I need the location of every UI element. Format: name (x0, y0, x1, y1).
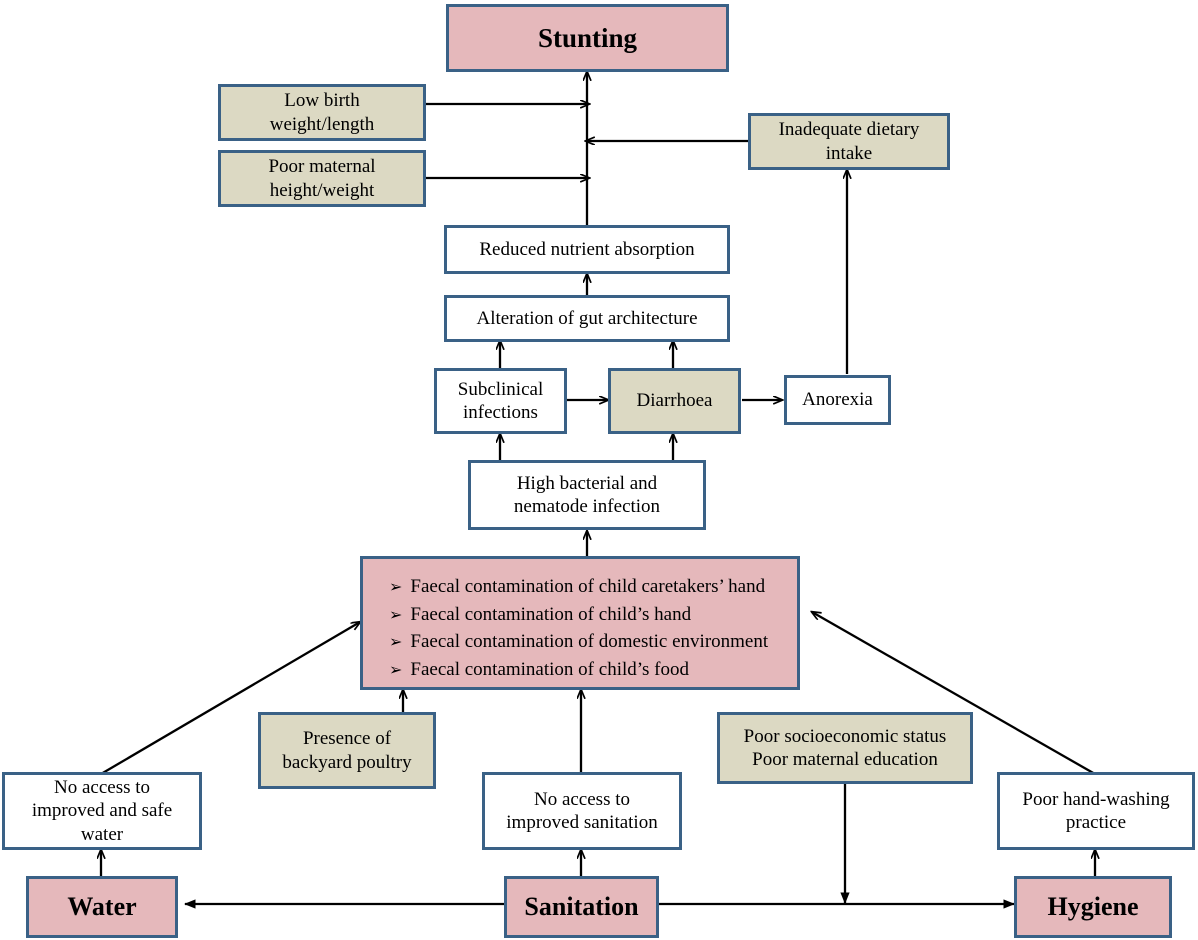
node-low-birth-weight[interactable]: Low birth weight/length (218, 84, 426, 141)
node-stunting-label: Stunting (537, 22, 638, 53)
text-line: infections (463, 402, 538, 423)
arrow-bullet-icon: ➢ (389, 659, 403, 679)
text-line: improved and safe (31, 800, 173, 822)
list-item-label: Faecal contamination of child’s hand (410, 603, 692, 625)
arrow-bullet-icon: ➢ (389, 632, 403, 652)
arrow-bullet-icon: ➢ (389, 577, 403, 596)
node-sanitation[interactable]: Sanitation (504, 876, 659, 938)
text-line: practice (1065, 812, 1127, 833)
list-item-label: Faecal contamination of child’s food (410, 658, 689, 680)
list-item: ➢ Faecal contamination of domestic enviro… (389, 628, 787, 656)
node-alteration-gut-architecture[interactable]: Alteration of gut architecture (444, 295, 730, 342)
node-poor-hand-washing-practice-label: Poor hand-washing practice (1022, 788, 1169, 834)
node-alteration-gut-architecture-label: Alteration of gut architecture (476, 307, 698, 329)
node-hygiene-label: Hygiene (1047, 892, 1139, 922)
text-line: backyard poultry (282, 751, 412, 773)
node-water[interactable]: Water (26, 876, 178, 938)
text-line: intake (825, 142, 873, 164)
list-item: ➢ Faecal contamination of child’s food (389, 656, 787, 684)
list-item: ➢ Faecal contamination of child’s hand (389, 601, 787, 629)
text-line: Poor socioeconomic status (743, 725, 947, 747)
node-stunting[interactable]: Stunting (446, 4, 729, 72)
node-backyard-poultry[interactable]: Presence of backyard poultry (258, 712, 436, 789)
node-diarrhoea-label: Diarrhoea (636, 390, 713, 412)
node-poor-maternal-height[interactable]: Poor maternal height/weight (218, 150, 426, 207)
text-line: weight/length (269, 113, 375, 135)
list-item-label: Faecal contamination of child caretakers… (410, 576, 766, 597)
text-line: water (80, 823, 124, 845)
node-poor-hand-washing-practice[interactable]: Poor hand-washing practice (997, 772, 1195, 850)
node-reduced-nutrient-absorption[interactable]: Reduced nutrient absorption (444, 225, 730, 274)
node-backyard-poultry-label: Presence of backyard poultry (282, 727, 411, 773)
node-poor-socioeconomic-status-label: Poor socioeconomic status Poor maternal … (744, 725, 947, 771)
node-water-label: Water (67, 892, 137, 922)
node-no-access-improved-sanitation[interactable]: No access to improved sanitation (482, 772, 682, 850)
node-high-bacterial-nematode-label: High bacterial and nematode infection (514, 472, 660, 518)
node-low-birth-weight-label: Low birth weight/length (270, 89, 374, 135)
text-line: No access to (53, 777, 151, 799)
node-reduced-nutrient-absorption-label: Reduced nutrient absorption (479, 238, 695, 260)
text-line: Subclinical (457, 378, 544, 400)
node-sanitation-label: Sanitation (524, 892, 639, 922)
node-anorexia-label: Anorexia (802, 389, 873, 411)
text-line: improved sanitation (506, 812, 658, 833)
node-subclinical-infections[interactable]: Subclinical infections (434, 368, 567, 434)
node-poor-socioeconomic-status[interactable]: Poor socioeconomic status Poor maternal … (717, 712, 973, 784)
arrow-bullet-icon: ➢ (389, 604, 403, 624)
node-anorexia[interactable]: Anorexia (784, 375, 891, 425)
node-faecal-contamination[interactable]: ➢ Faecal contamination of child caretaker… (360, 556, 800, 690)
list-item: ➢ Faecal contamination of child caretaker… (389, 573, 787, 601)
node-inadequate-dietary-intake-label: Inadequate dietary intake (779, 118, 920, 164)
node-no-access-safe-water-label: No access to improved and safe water (32, 776, 172, 846)
text-line: Poor maternal (268, 156, 376, 178)
node-diarrhoea[interactable]: Diarrhoea (608, 368, 741, 434)
text-line: Presence of (302, 728, 392, 750)
node-hygiene[interactable]: Hygiene (1014, 876, 1172, 938)
text-line: No access to (533, 788, 630, 810)
text-line: High bacterial and (516, 472, 658, 494)
text-line: Poor hand-washing (1022, 788, 1170, 810)
node-poor-maternal-height-label: Poor maternal height/weight (268, 155, 375, 201)
list-item-label: Faecal contamination of domestic environ… (410, 631, 769, 653)
node-no-access-improved-sanitation-label: No access to improved sanitation (506, 788, 657, 834)
text-line: Poor maternal education (752, 749, 938, 770)
text-line: height/weight (269, 179, 375, 201)
text-line: Low birth (284, 90, 360, 112)
text-line: Inadequate dietary (778, 119, 920, 141)
node-high-bacterial-nematode[interactable]: High bacterial and nematode infection (468, 460, 706, 530)
node-no-access-safe-water[interactable]: No access to improved and safe water (2, 772, 202, 850)
text-line: nematode infection (513, 496, 661, 517)
node-inadequate-dietary-intake[interactable]: Inadequate dietary intake (748, 113, 950, 170)
node-subclinical-infections-label: Subclinical infections (458, 378, 543, 424)
